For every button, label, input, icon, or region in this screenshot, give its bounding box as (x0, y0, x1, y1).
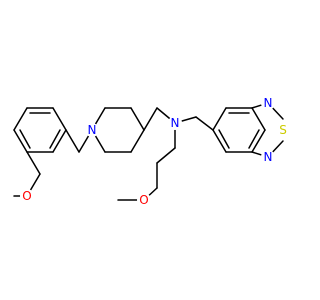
bond (251, 129, 266, 153)
atom-label: S (279, 123, 287, 137)
molecule-structure: N N O O N S N (13, 96, 290, 207)
bond (65, 129, 80, 153)
atom-n-thiadiazole-top: N (261, 96, 275, 110)
bond (13, 107, 28, 131)
atom-o-methoxy: O (20, 189, 34, 203)
atom-label: N (264, 96, 273, 110)
atom-label: N (264, 150, 273, 164)
label-background (261, 96, 275, 110)
atom-label: N (171, 116, 180, 130)
bond (13, 129, 28, 153)
bond (19, 129, 31, 149)
label-background (276, 123, 290, 137)
bond (49, 129, 61, 149)
label-background (20, 189, 34, 203)
bond (248, 129, 260, 149)
atom-s-thiadiazole: S (276, 123, 290, 137)
label-background (137, 193, 151, 207)
label-background (85, 123, 99, 137)
atom-o-chain: O (137, 193, 151, 207)
atom-label: O (139, 193, 148, 207)
bond (52, 129, 67, 153)
bond (26, 151, 41, 175)
piperidine-ring (91, 107, 145, 153)
bond (52, 107, 67, 131)
bond (156, 147, 176, 164)
bond (251, 107, 266, 131)
bond (218, 129, 230, 149)
bond (195, 116, 214, 131)
atom-label: O (22, 189, 31, 203)
bond (212, 129, 227, 153)
atom-n-amine: N (168, 116, 182, 130)
bond (212, 107, 227, 131)
atom-label: N (88, 123, 97, 137)
benzothiadiazole-benzene-ring (212, 107, 266, 153)
methoxyphenyl-ring (13, 107, 67, 153)
bond (143, 107, 158, 131)
label-background (168, 116, 182, 130)
atom-n-piperidine: N (85, 123, 99, 137)
bond (130, 107, 145, 131)
label-background (261, 150, 275, 164)
atom-n-thiadiazole-bottom: N (261, 150, 275, 164)
bond (130, 129, 145, 153)
